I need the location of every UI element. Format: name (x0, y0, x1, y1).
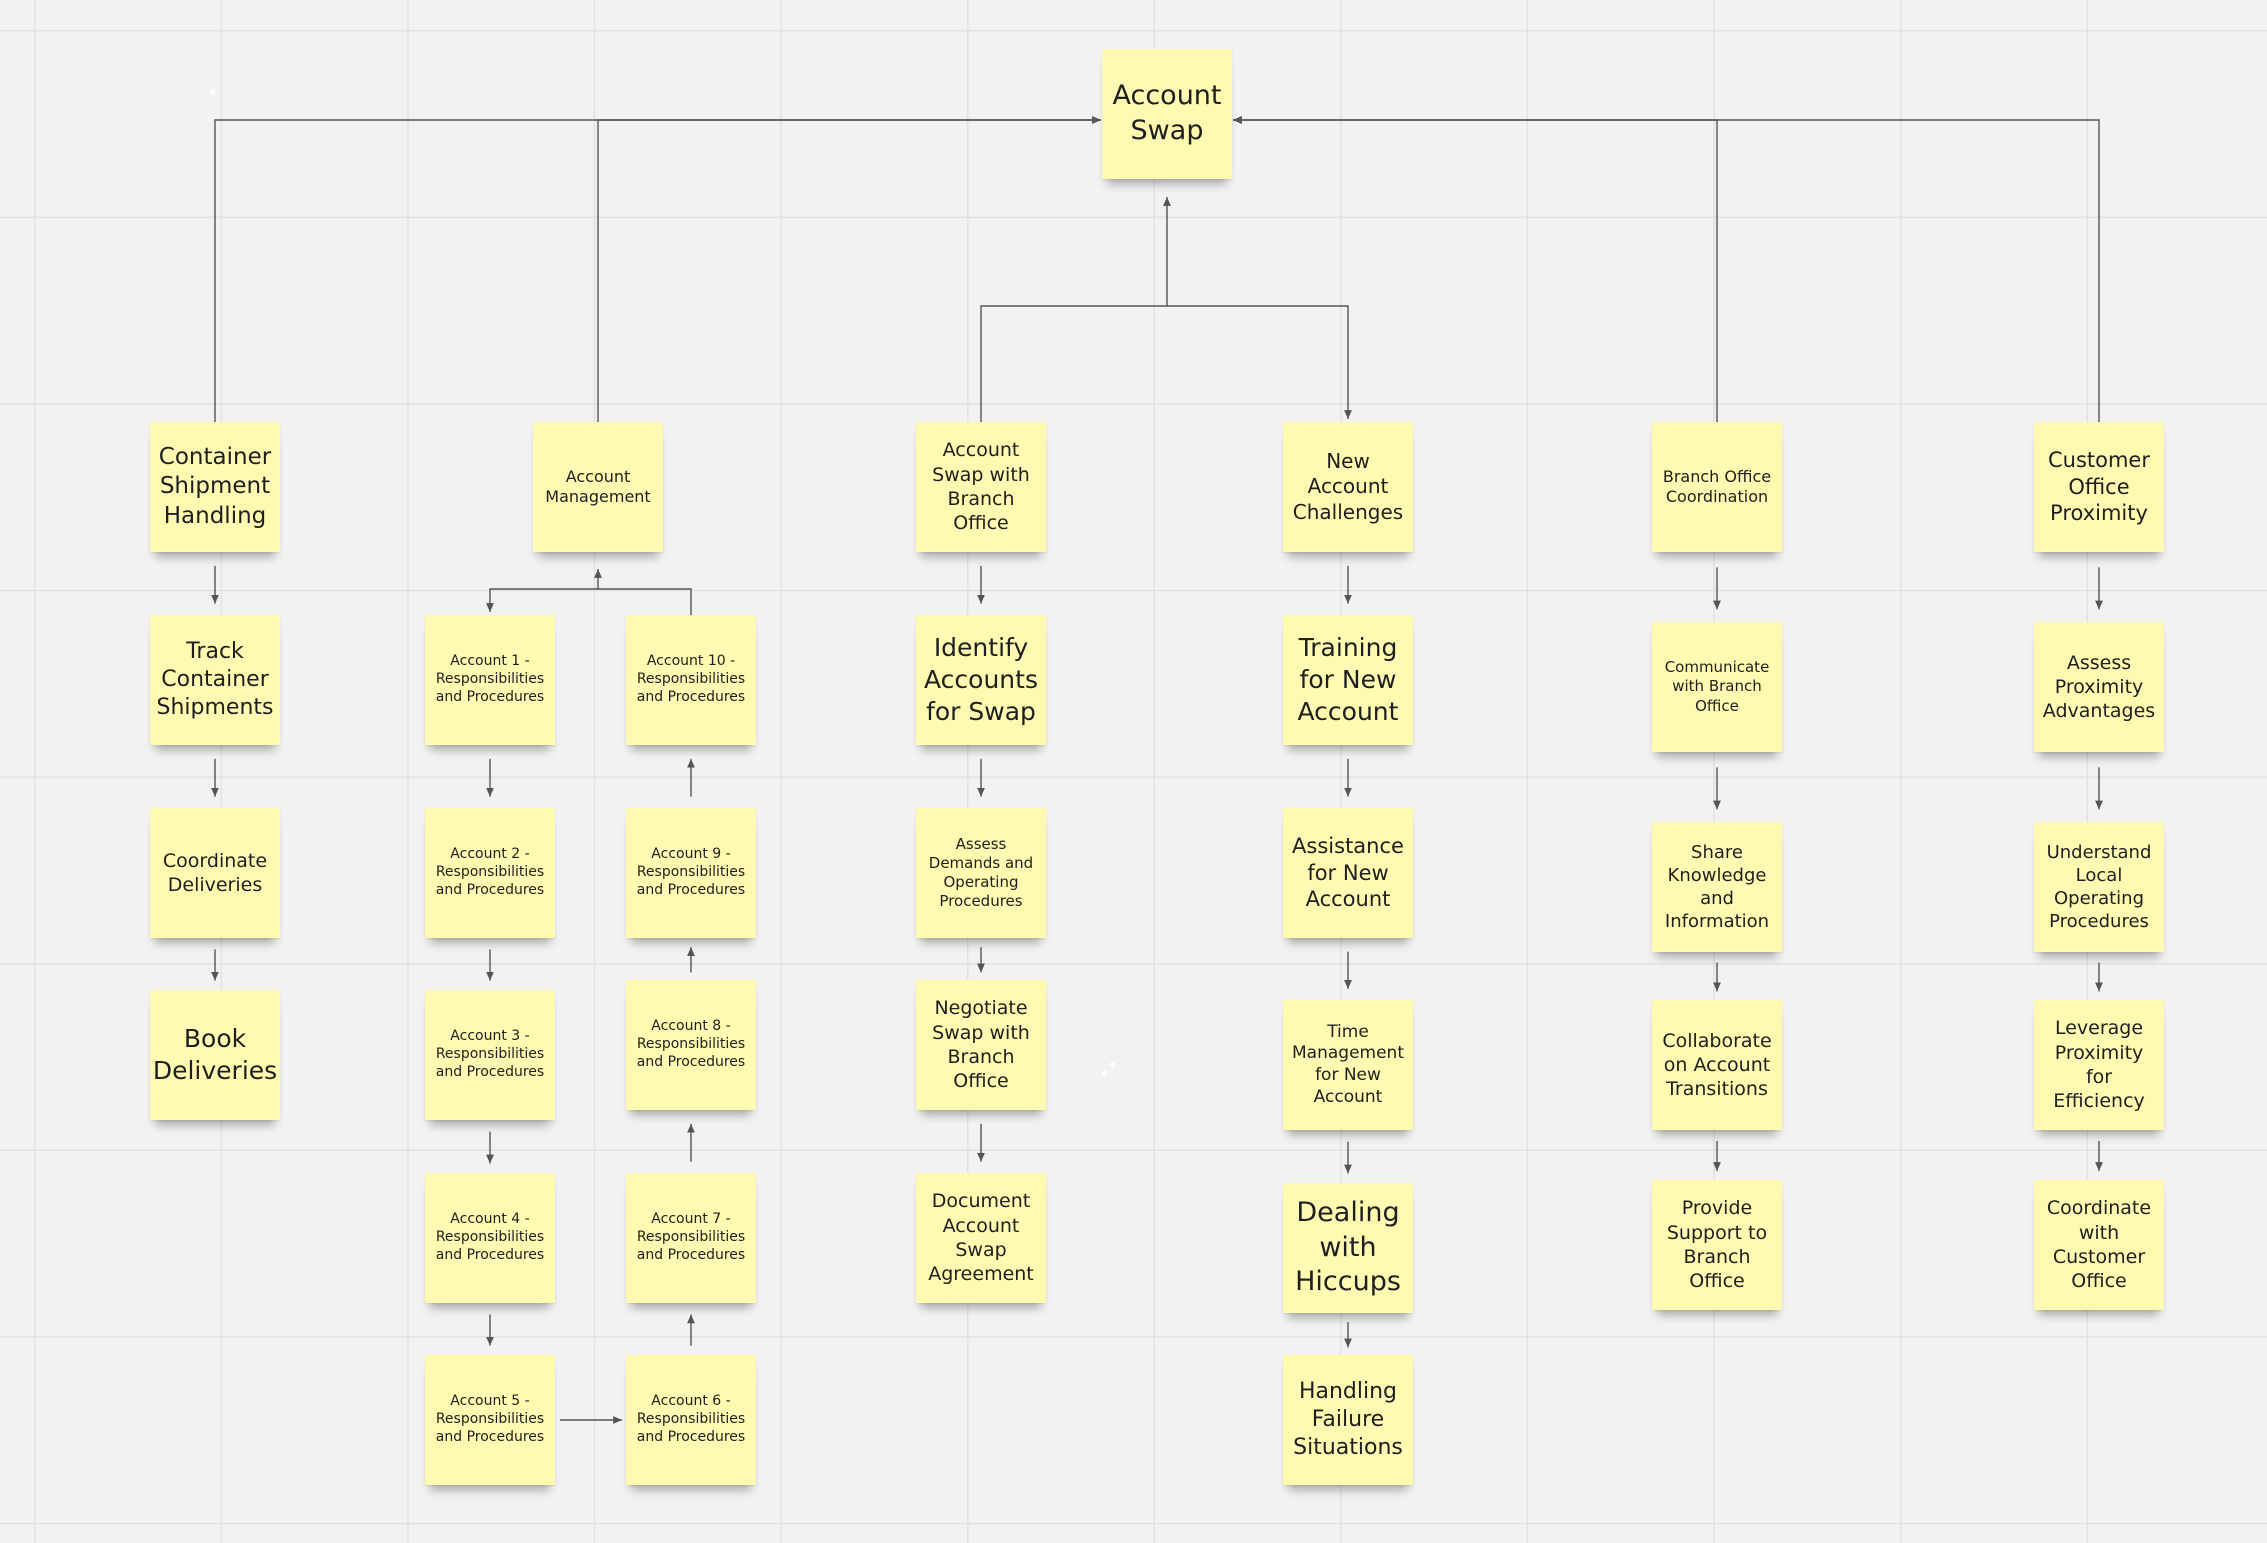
sticky-note-text: Account 1 - Responsibilities and Procedu… (435, 653, 545, 705)
sticky-note-text: Customer Office Proximity (2047, 447, 2150, 526)
sticky-note-c6[interactable]: Customer Office Proximity (2034, 422, 2164, 552)
sticky-note-c1c[interactable]: Book Deliveries (150, 990, 280, 1120)
sticky-note-text: Assess Demands and Operating Procedures (928, 834, 1034, 911)
sticky-note-c5c[interactable]: Collaborate on Account Transitions (1652, 1000, 1782, 1130)
sticky-note-text: Time Management for New Account (1292, 1021, 1404, 1107)
sticky-note-c3a[interactable]: Identify Accounts for Swap (916, 615, 1046, 745)
sticky-note-text: Coordinate with Customer Office (2046, 1197, 2152, 1293)
sticky-note-a8[interactable]: Account 8 - Responsibilities and Procedu… (626, 980, 756, 1110)
sticky-note-text: Account 6 - Responsibilities and Procedu… (636, 1393, 746, 1445)
canvas-dot (210, 90, 215, 95)
canvas-dot (1110, 1062, 1115, 1067)
connector-c2-to-a1[interactable] (486, 588, 598, 612)
sticky-note-text: New Account Challenges (1292, 448, 1404, 524)
sticky-note-text: Account 10 - Responsibilities and Proced… (636, 653, 746, 705)
sticky-note-text: Account Swap (1112, 80, 1222, 146)
sticky-note-text: Account 7 - Responsibilities and Procedu… (636, 1211, 746, 1263)
sticky-note-text: Account 3 - Responsibilities and Procedu… (435, 1028, 545, 1080)
sticky-note-c4c[interactable]: Time Management for New Account (1283, 1000, 1413, 1130)
sticky-note-c5a[interactable]: Communicate with Branch Office (1652, 622, 1782, 752)
connector-c6-to-root[interactable] (1233, 116, 2100, 422)
sticky-note-text: Document Account Swap Agreement (928, 1190, 1034, 1286)
sticky-note-a2[interactable]: Account 2 - Responsibilities and Procedu… (425, 808, 555, 938)
sticky-note-text: Handling Failure Situations (1293, 1378, 1403, 1461)
sticky-note-text: Track Container Shipments (156, 638, 274, 721)
sticky-note-text: Assistance for New Account (1292, 833, 1404, 912)
sticky-note-a4[interactable]: Account 4 - Responsibilities and Procedu… (425, 1173, 555, 1303)
sticky-note-a9[interactable]: Account 9 - Responsibilities and Procedu… (626, 808, 756, 938)
sticky-note-a5[interactable]: Account 5 - Responsibilities and Procedu… (425, 1355, 555, 1485)
connector-c3-to-root[interactable] (980, 197, 1171, 422)
sticky-note-c3c[interactable]: Negotiate Swap with Branch Office (916, 980, 1046, 1110)
sticky-note-text: Account 8 - Responsibilities and Procedu… (636, 1018, 746, 1070)
sticky-note-c6a[interactable]: Assess Proximity Advantages (2034, 622, 2164, 752)
sticky-note-c3b[interactable]: Assess Demands and Operating Procedures (916, 808, 1046, 938)
connector-c2-to-root[interactable] (597, 116, 1101, 422)
sticky-note-a1[interactable]: Account 1 - Responsibilities and Procedu… (425, 615, 555, 745)
sticky-note-text: Assess Proximity Advantages (2042, 651, 2156, 723)
connector-c1-to-root[interactable] (214, 116, 1101, 422)
sticky-note-c1a[interactable]: Track Container Shipments (150, 615, 280, 745)
sticky-note-text: Dealing with Hiccups (1295, 1197, 1401, 1298)
sticky-note-c3d[interactable]: Document Account Swap Agreement (916, 1173, 1046, 1303)
sticky-note-text: Account 9 - Responsibilities and Procedu… (636, 846, 746, 898)
sticky-note-a6[interactable]: Account 6 - Responsibilities and Procedu… (626, 1355, 756, 1485)
sticky-note-a3[interactable]: Account 3 - Responsibilities and Procedu… (425, 990, 555, 1120)
sticky-note-c6c[interactable]: Leverage Proximity for Efficiency (2034, 1000, 2164, 1130)
sticky-note-text: Communicate with Branch Office (1664, 658, 1770, 715)
sticky-note-c5[interactable]: Branch Office Coordination (1652, 422, 1782, 552)
sticky-note-text: Share Knowledge and Information (1664, 841, 1770, 933)
sticky-note-text: Account 4 - Responsibilities and Procedu… (435, 1211, 545, 1263)
sticky-note-text: Branch Office Coordination (1662, 466, 1772, 506)
sticky-note-text: Leverage Proximity for Efficiency (2053, 1017, 2145, 1113)
sticky-note-root[interactable]: Account Swap (1102, 49, 1232, 179)
sticky-note-c2[interactable]: Account Management (533, 422, 663, 552)
sticky-note-text: Training for New Account (1297, 633, 1399, 726)
sticky-note-c4b[interactable]: Assistance for New Account (1283, 808, 1413, 938)
sticky-note-c4e[interactable]: Handling Failure Situations (1283, 1355, 1413, 1485)
sticky-note-text: Identify Accounts for Swap (924, 633, 1038, 726)
sticky-note-c4[interactable]: New Account Challenges (1283, 422, 1413, 552)
sticky-note-text: Coordinate Deliveries (162, 849, 268, 896)
sticky-note-c3[interactable]: Account Swap with Branch Office (916, 422, 1046, 552)
sticky-note-text: Negotiate Swap with Branch Office (932, 997, 1030, 1093)
sticky-note-c1b[interactable]: Coordinate Deliveries (150, 808, 280, 938)
connector-c5-to-root[interactable] (1233, 116, 1718, 422)
sticky-note-c4a[interactable]: Training for New Account (1283, 615, 1413, 745)
sticky-note-text: Account Swap with Branch Office (932, 439, 1030, 535)
sticky-note-c6b[interactable]: Understand Local Operating Procedures (2034, 822, 2164, 952)
sticky-note-text: Container Shipment Handling (158, 443, 272, 529)
sticky-note-text: Account Management (545, 466, 651, 506)
sticky-note-a10[interactable]: Account 10 - Responsibilities and Proced… (626, 615, 756, 745)
connector-a10-to-c2[interactable] (594, 569, 692, 615)
sticky-note-a7[interactable]: Account 7 - Responsibilities and Procedu… (626, 1173, 756, 1303)
sticky-note-text: Account 2 - Responsibilities and Procedu… (435, 846, 545, 898)
sticky-note-c5d[interactable]: Provide Support to Branch Office (1652, 1180, 1782, 1310)
sticky-note-c6d[interactable]: Coordinate with Customer Office (2034, 1180, 2164, 1310)
connector-root-to-c4[interactable] (1167, 305, 1352, 419)
sticky-note-c4d[interactable]: Dealing with Hiccups (1283, 1183, 1413, 1313)
sticky-note-text: Collaborate on Account Transitions (1662, 1029, 1772, 1101)
sticky-note-text: Provide Support to Branch Office (1666, 1197, 1768, 1293)
sticky-note-text: Understand Local Operating Procedures (2046, 841, 2152, 933)
sticky-note-c5b[interactable]: Share Knowledge and Information (1652, 822, 1782, 952)
sticky-note-c1[interactable]: Container Shipment Handling (150, 422, 280, 552)
sticky-note-text: Book Deliveries (152, 1024, 278, 1085)
sticky-note-text: Account 5 - Responsibilities and Procedu… (435, 1393, 545, 1445)
canvas-dot (1102, 1071, 1107, 1076)
